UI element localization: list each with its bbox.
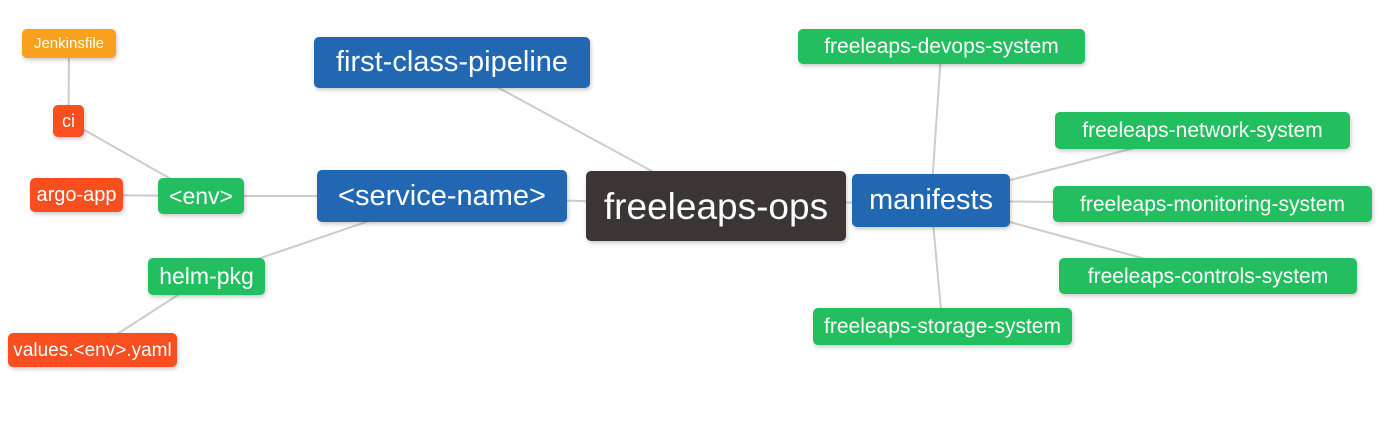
node-freeleaps-controls-system[interactable]: freeleaps-controls-system: [1059, 258, 1357, 294]
node-freeleaps-devops-system[interactable]: freeleaps-devops-system: [798, 29, 1085, 64]
node-freeleaps-ops[interactable]: freeleaps-ops: [586, 171, 846, 241]
node-helm-pkg[interactable]: helm-pkg: [148, 258, 265, 295]
node-freeleaps-network-system[interactable]: freeleaps-network-system: [1055, 112, 1350, 149]
node-first-class-pipeline[interactable]: first-class-pipeline: [314, 37, 590, 88]
node-jenkinsfile[interactable]: Jenkinsfile: [22, 29, 116, 58]
node-argo-app[interactable]: argo-app: [30, 178, 123, 212]
node-env[interactable]: <env>: [158, 178, 244, 214]
node-ci[interactable]: ci: [53, 105, 84, 137]
node-manifests[interactable]: manifests: [852, 174, 1010, 227]
node-values-env-yaml[interactable]: values.<env>.yaml: [8, 333, 177, 367]
node-freeleaps-storage-system[interactable]: freeleaps-storage-system: [813, 308, 1072, 345]
node-freeleaps-monitoring-system[interactable]: freeleaps-monitoring-system: [1053, 186, 1372, 222]
node-service-name[interactable]: <service-name>: [317, 170, 567, 222]
